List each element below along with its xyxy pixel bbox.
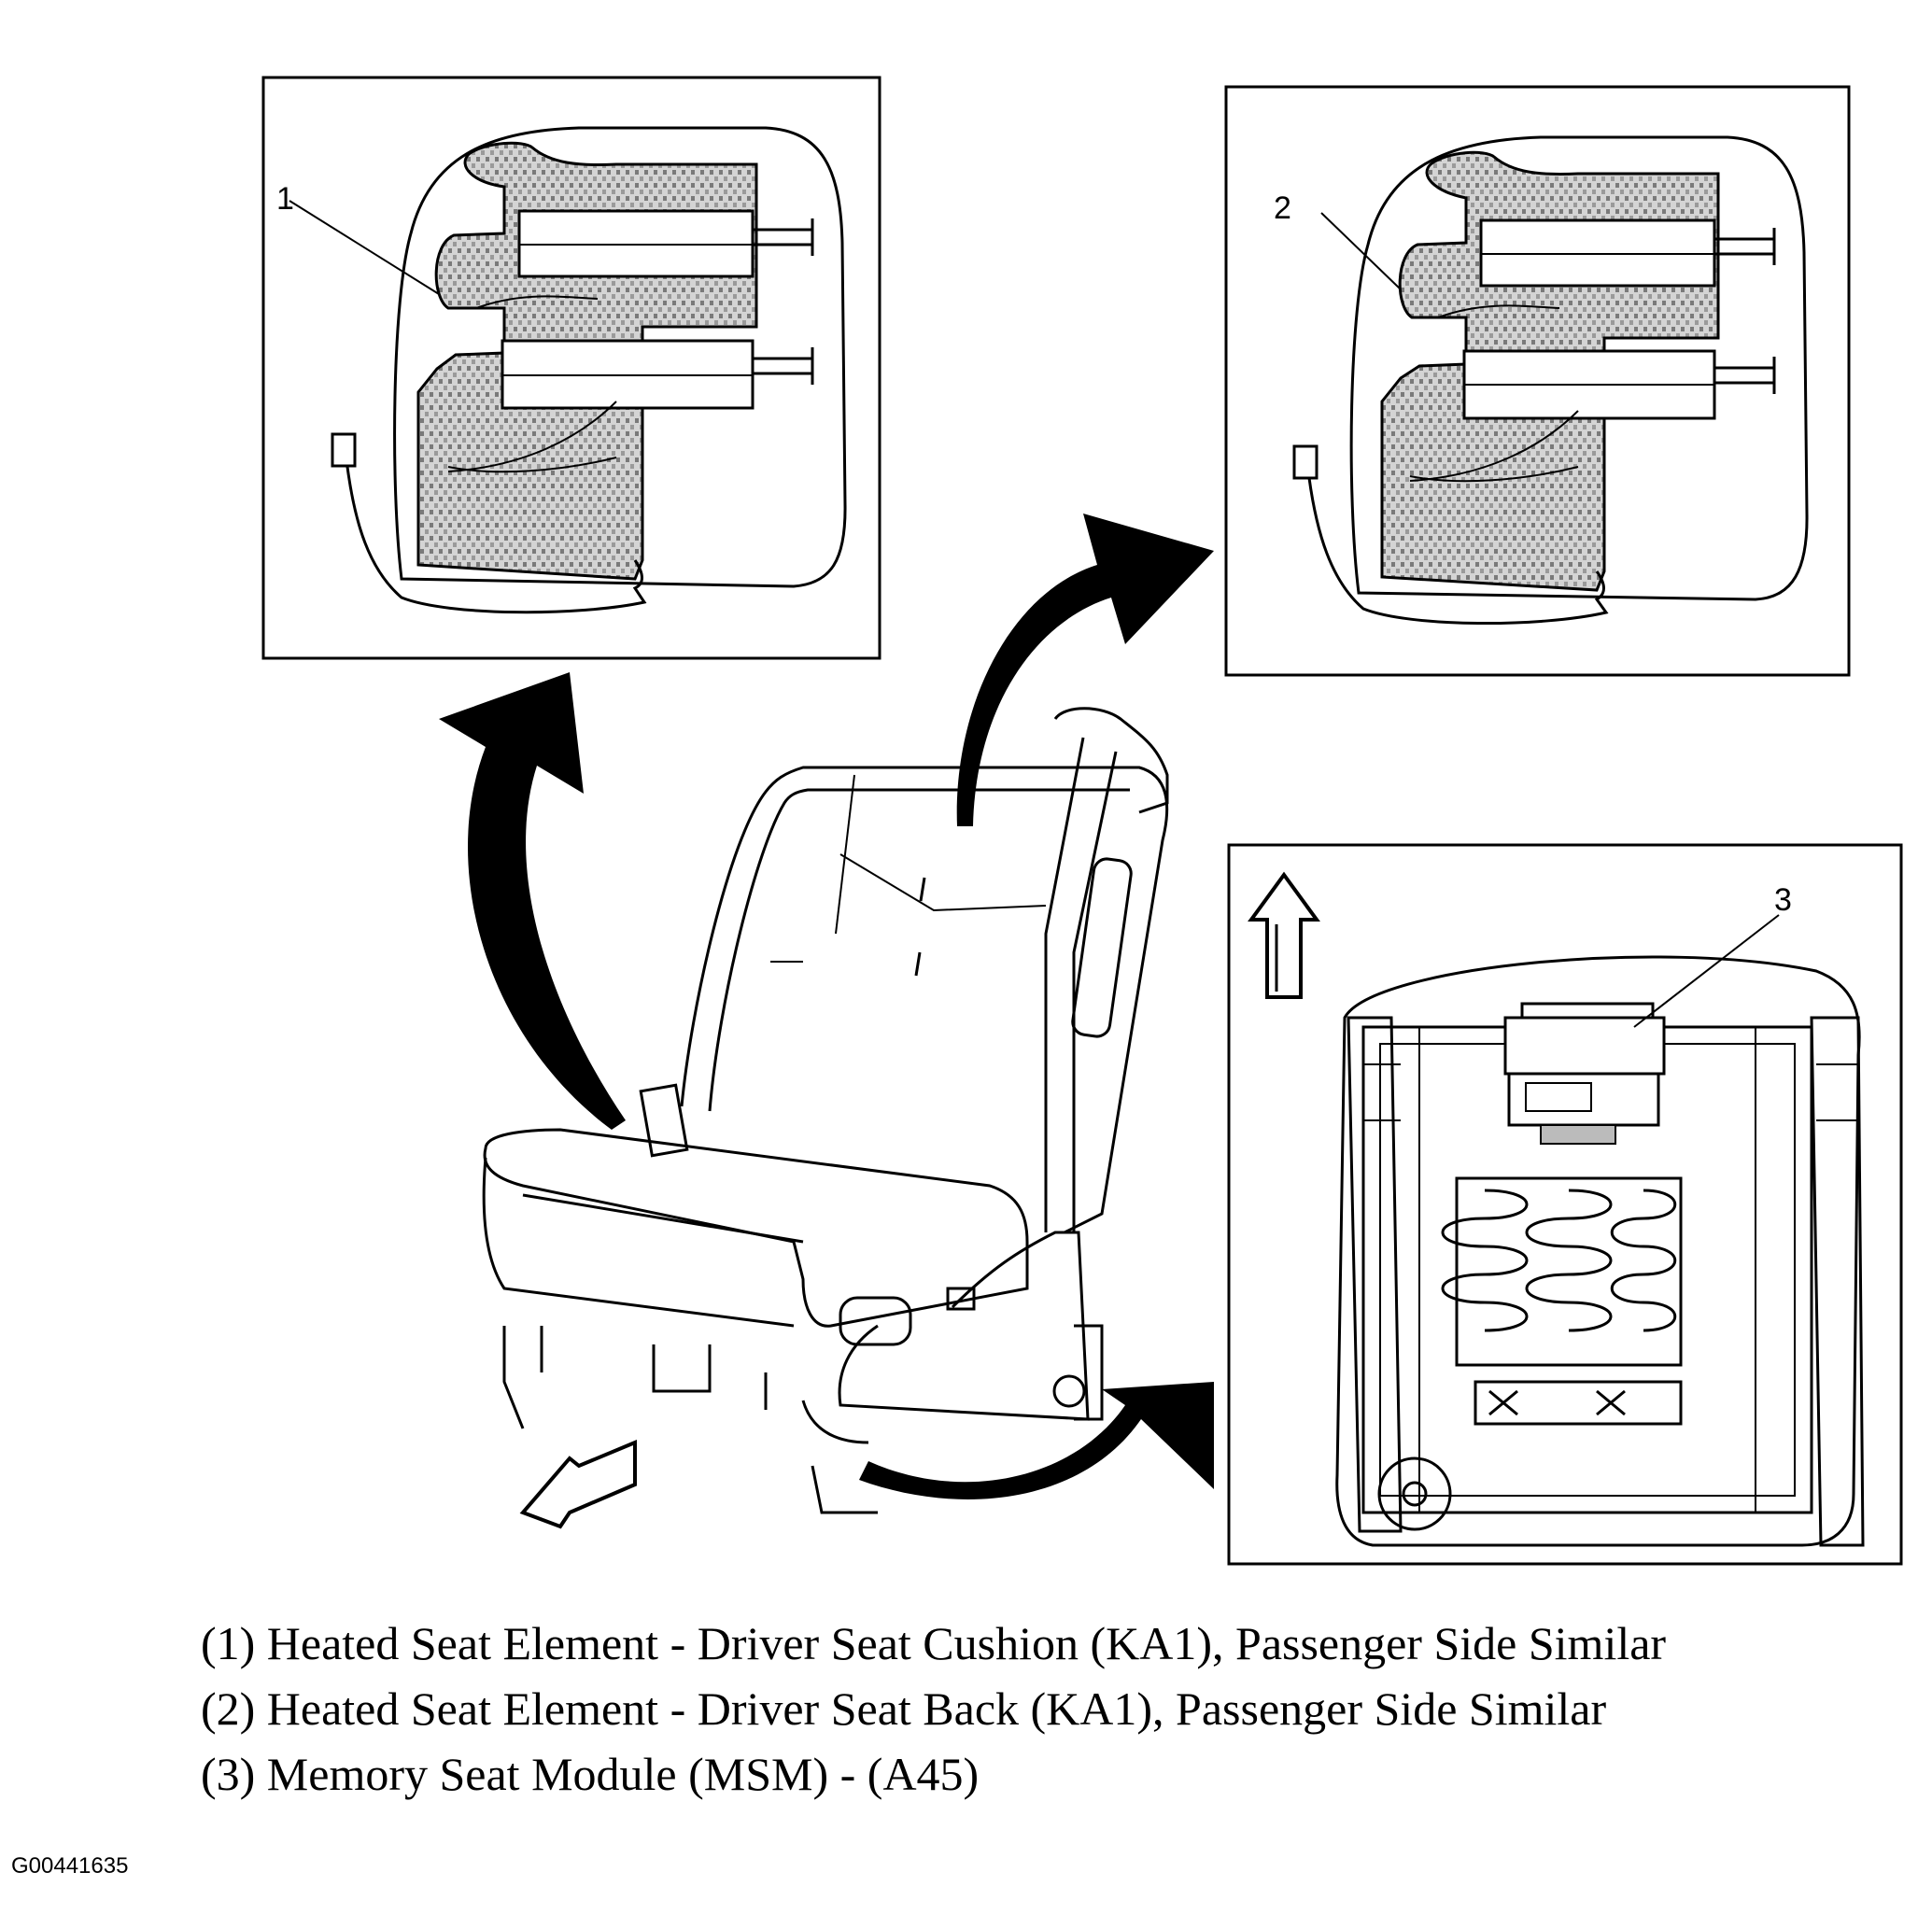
callout-1: 1 (276, 181, 294, 217)
forward-direction-arrow-icon (1248, 871, 1320, 999)
callout-2: 2 (1274, 190, 1291, 226)
callout-3: 3 (1774, 882, 1792, 918)
view-direction-arrows (439, 514, 1214, 1499)
transition-arrow-icon (956, 514, 1214, 826)
figure-id: G00441635 (11, 1853, 129, 1879)
transition-arrow-icon (439, 672, 626, 1130)
legend-item-3: (3) Memory Seat Module (MSM) - (A45) (201, 1748, 980, 1800)
forward-direction-arrow-icon (519, 1440, 637, 1529)
legend-item-1: (1) Heated Seat Element - Driver Seat Cu… (201, 1617, 1667, 1669)
inset-seat-back-element: 2 (1224, 85, 1851, 677)
inset-seat-cushion-element: 1 (261, 76, 881, 660)
legend-item-2: (2) Heated Seat Element - Driver Seat Ba… (201, 1682, 1607, 1735)
transition-arrow-icon (859, 1382, 1214, 1499)
seat-diagram: 1 2 (261, 76, 1903, 1566)
inset-memory-seat-module: 3 (1227, 843, 1903, 1566)
seat-assembly (482, 707, 1169, 1529)
